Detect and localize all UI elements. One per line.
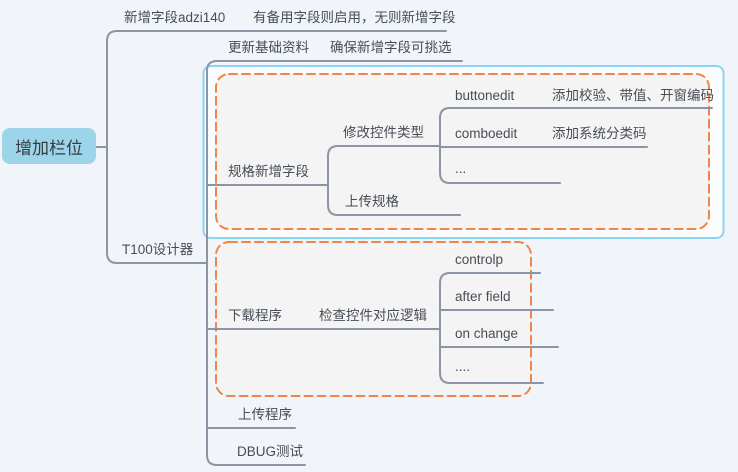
topic-download[interactable]: 下载程序 — [228, 308, 282, 323]
root-topic[interactable]: 增加栏位 — [2, 128, 96, 164]
topic-after-field[interactable]: after field — [455, 289, 511, 304]
connector-spine-control-children — [439, 107, 713, 184]
connector-spine-root-children — [106, 30, 447, 264]
topic-upload-spec[interactable]: 上传规格 — [345, 194, 399, 209]
topic-upload-program[interactable]: 上传程序 — [238, 407, 292, 422]
topic-t100-designer[interactable]: T100设计器 — [122, 242, 194, 257]
topic-spec-new-field[interactable]: 规格新增字段 — [228, 164, 309, 179]
topic-check-logic[interactable]: 检查控件对应逻辑 — [319, 308, 427, 323]
connector-spine-spec-children — [327, 145, 461, 216]
topic-dbug-test[interactable]: DBUG测试 — [237, 444, 304, 459]
topic-modify-control[interactable]: 修改控件类型 — [343, 125, 424, 140]
topic-on-change[interactable]: on change — [455, 326, 519, 341]
topic-update-base[interactable]: 更新基础资料 — [228, 40, 309, 55]
topic-buttonedit-note[interactable]: 添加校验、带值、开窗编码 — [552, 88, 714, 103]
boundary-download-dashed[interactable] — [215, 241, 532, 397]
topic-controls-more[interactable]: ... — [455, 161, 467, 176]
topic-comboedit[interactable]: comboedit — [455, 126, 518, 141]
topic-new-field-note[interactable]: 有备用字段则启用，无则新增字段 — [253, 10, 456, 25]
topic-comboedit-note[interactable]: 添加系统分类码 — [552, 126, 647, 141]
topic-controlp[interactable]: controlp — [455, 252, 504, 267]
connector-spine-t100-children — [206, 60, 463, 466]
connector-spine-hooks — [439, 272, 544, 384]
topic-buttonedit[interactable]: buttonedit — [455, 88, 515, 103]
topic-update-base-note[interactable]: 确保新增字段可挑选 — [330, 40, 452, 55]
topic-new-field[interactable]: 新增字段adzi140 — [124, 10, 226, 25]
topic-hooks-more[interactable]: .... — [455, 359, 471, 374]
boundary-spec-dashed[interactable] — [215, 73, 710, 230]
